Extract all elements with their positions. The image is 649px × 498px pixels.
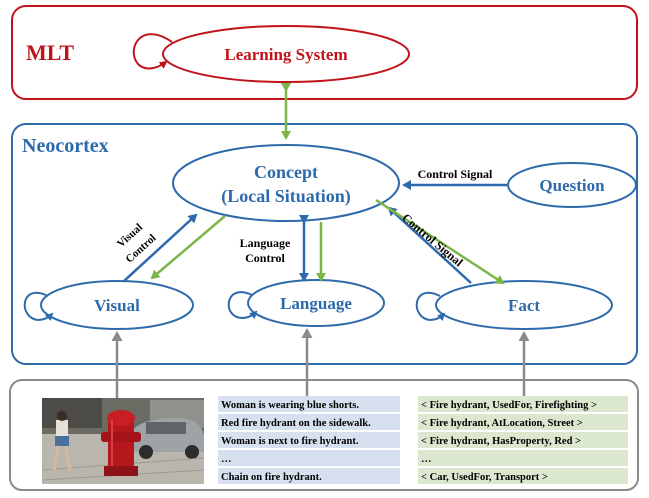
caption-row-bg: [218, 432, 400, 448]
control-signal-question-label: Control Signal: [418, 167, 493, 181]
fact-self-loop: [415, 291, 446, 322]
visual-to-concept-arrow: [123, 213, 198, 282]
fact-row-bg: [418, 414, 628, 430]
captions-table: Woman is wearing blue shorts. Red fire h…: [218, 396, 400, 484]
fact-text: …: [421, 454, 432, 465]
language-control-label-1: Language: [240, 236, 291, 250]
fact-text: < Fire hydrant, AtLocation, Street >: [421, 418, 583, 429]
caption-text: Woman is wearing blue shorts.: [221, 400, 359, 411]
language-control-label-2: Control: [245, 251, 285, 265]
visual-self-loop: [23, 291, 54, 322]
concept-node: [172, 144, 400, 222]
visual-label: Visual: [94, 296, 140, 315]
visual-node: [40, 280, 194, 330]
language-self-loop: [227, 291, 258, 320]
caption-text: Chain on fire hydrant.: [221, 472, 322, 483]
caption-row-bg: [218, 450, 400, 466]
fact-text: < Fire hydrant, HasProperty, Red >: [421, 436, 581, 447]
concept-to-fact-green-arrow: [375, 198, 505, 285]
fact-to-concept-blue-arrow: [387, 206, 472, 284]
fact-row-bg: [418, 450, 628, 466]
language-label: Language: [280, 294, 352, 313]
question-label: Question: [539, 176, 605, 195]
fact-label: Fact: [508, 296, 540, 315]
fact-text: < Fire hydrant, UsedFor, Firefighting >: [421, 400, 597, 411]
learning-system-node: [162, 25, 410, 83]
fact-row-bg: [418, 396, 628, 412]
caption-text: …: [221, 454, 232, 465]
concept-label-line1: Concept: [254, 162, 318, 182]
concept-to-visual-arrow: [150, 215, 226, 280]
caption-text: Woman is next to fire hydrant.: [221, 436, 359, 447]
caption-row-bg: [218, 396, 400, 412]
fact-row-bg: [418, 432, 628, 448]
learning-system-label: Learning System: [224, 45, 347, 64]
concept-label-line2: (Local Situation): [221, 186, 351, 207]
fact-row-bg: [418, 468, 628, 484]
caption-row-bg: [218, 414, 400, 430]
facts-table: < Fire hydrant, UsedFor, Firefighting > …: [418, 396, 628, 484]
fact-node: [435, 280, 613, 330]
mlt-title: MLT: [26, 40, 74, 65]
neocortex-title: Neocortex: [22, 135, 109, 157]
fact-text: < Car, UsedFor, Transport >: [421, 472, 548, 483]
caption-row-bg: [218, 468, 400, 484]
street-photo: [41, 398, 205, 484]
learning-system-self-loop: [132, 33, 173, 70]
caption-text: Red fire hydrant on the sidewalk.: [221, 418, 371, 429]
question-node: [507, 162, 637, 208]
